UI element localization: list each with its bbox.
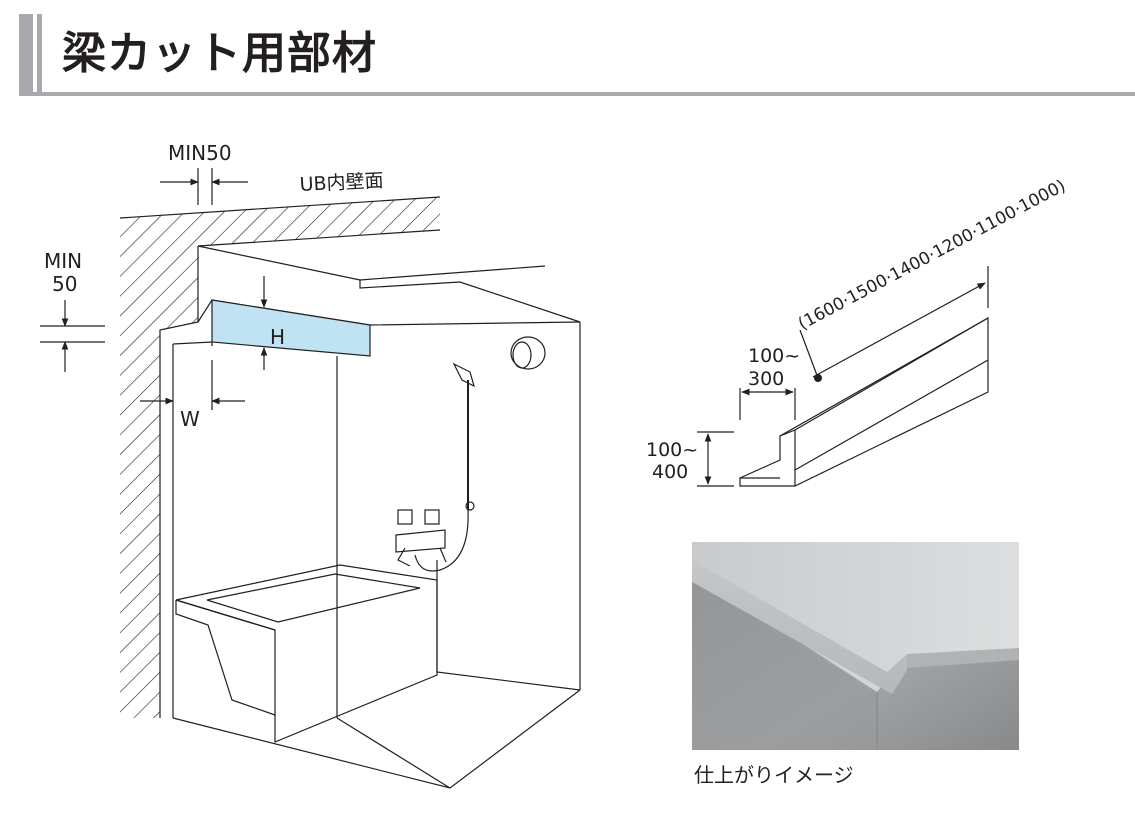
label-width-1: 100~ [748, 345, 800, 367]
dim-w [140, 360, 245, 410]
title-accent-bar [19, 14, 33, 94]
bathtub [175, 564, 438, 743]
photo-caption: 仕上がりイメージ [694, 763, 854, 787]
label-width-2: 300 [748, 368, 784, 390]
label-min-left-2: 50 [52, 272, 77, 296]
title-accent-bar-thin [37, 14, 42, 94]
dim-length [799, 266, 989, 382]
dim-height [697, 431, 734, 487]
label-min-left-1: MIN [44, 249, 82, 273]
finished-image-photo [692, 542, 1019, 750]
label-height-1: 100~ [646, 439, 698, 461]
angle-profile [739, 316, 989, 487]
label-w: W [180, 407, 200, 431]
label-h: H [270, 325, 285, 349]
page-title: 梁カット用部材 [62, 28, 377, 79]
dim-min50-left [40, 300, 105, 372]
label-ub-wall: UB内壁面 [299, 170, 384, 196]
beam-cut-part [211, 299, 371, 357]
dim-width [739, 388, 796, 420]
label-lengths: (1600·1500·1400·1200·1100·1000) [795, 176, 1069, 334]
building-structure [119, 196, 441, 718]
label-height-2: 400 [652, 461, 688, 483]
dim-min50-top [160, 168, 248, 205]
title-underline [19, 92, 1135, 96]
label-min50-top: MIN50 [168, 141, 232, 165]
